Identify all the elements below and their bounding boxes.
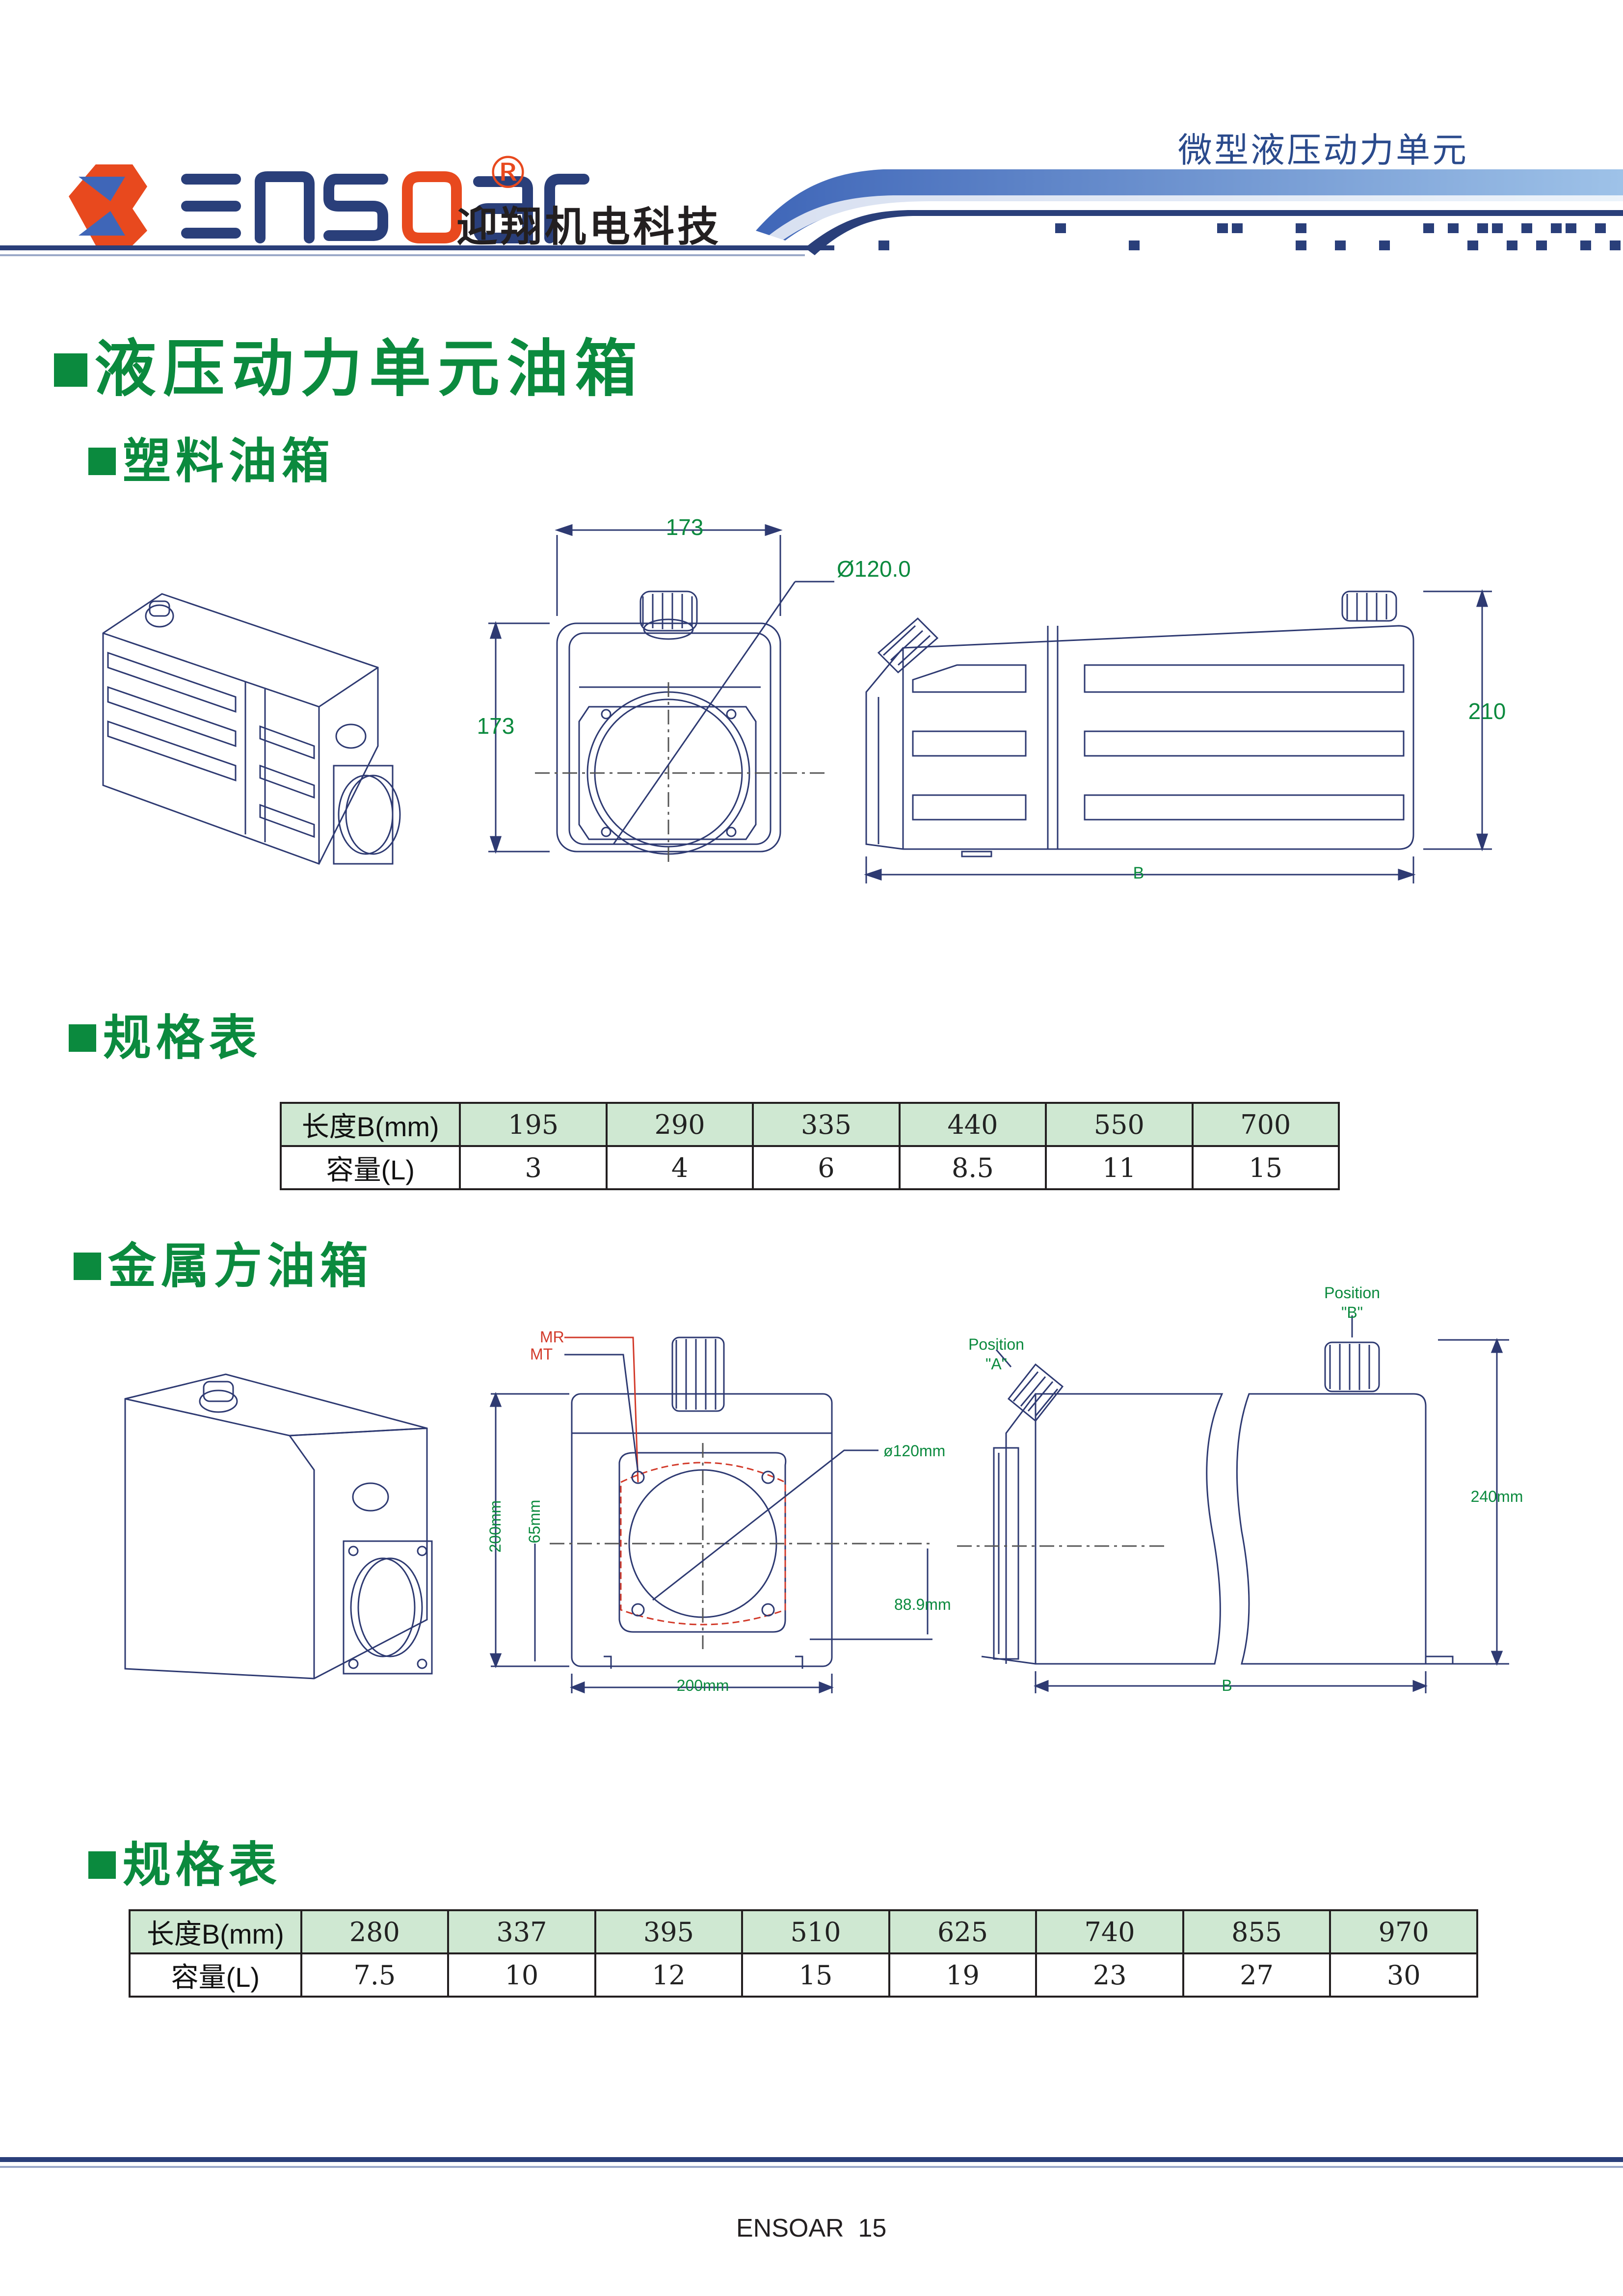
metal-tank-isometric [124,1373,433,1680]
heading-square-icon [69,1024,96,1052]
logo-wordmark [181,171,462,243]
dim-diameter: Ø120.0 [837,556,911,582]
logo-registered-mark: ® [486,147,530,199]
dim-width-200: 200mm [677,1677,729,1694]
dim-side-height: 210 [1468,698,1506,724]
footer-rule [0,2157,1623,2162]
table-cell: 970 [1329,1909,1478,1954]
position-a-letter: "A" [985,1355,1007,1373]
heading-square-icon [74,1253,101,1281]
metal-spec-table: 长度B(mm) 280 337 395 510 625 740 855 970 … [129,1909,1478,1998]
table-cell: 625 [888,1909,1038,1954]
table-cell: 195 [459,1102,608,1147]
table-cell: 7.5 [300,1952,450,1998]
table-cell: 12 [594,1952,744,1998]
heading-square-icon [54,353,87,387]
dim-metal-length-b: B [1222,1677,1232,1694]
plastic-tank-isometric [102,593,401,865]
logo-wordmark-2 [473,174,589,243]
row-label-capacity: 容量(L) [279,1145,461,1190]
plastic-spec-heading: 规格表 [69,999,262,1068]
row-label-length: 长度B(mm) [129,1909,302,1954]
header-title: 微型液压动力单元 [1178,130,1468,170]
dim-length-b: B [1133,864,1144,882]
dim-88-9: 88.9mm [894,1596,951,1613]
table-row: 长度B(mm) 195 290 335 440 550 700 [279,1102,1340,1147]
dim-height-200: 200mm [486,1500,504,1553]
table-cell: 27 [1182,1952,1331,1998]
header-swoosh [756,169,1623,240]
header-graphic [0,164,1623,256]
heading-square-icon [88,448,116,476]
dim-65: 65mm [526,1500,543,1544]
label-mr: MR [540,1328,564,1346]
label-mt: MT [530,1345,553,1363]
table-cell: 15 [1191,1145,1340,1190]
table-cell: 23 [1035,1952,1184,1998]
table-cell: 510 [741,1909,890,1954]
metal-heading: 金属方油箱 [74,1227,373,1297]
table-cell: 6 [752,1145,901,1190]
metal-spec-heading: 规格表 [88,1826,282,1896]
plastic-heading: 塑料油箱 [88,422,335,492]
table-row: 容量(L) 7.5 10 12 15 19 23 27 30 [129,1952,1478,1998]
company-name: 迎翔机电科技 [456,203,722,251]
row-label-length: 长度B(mm) [279,1102,461,1147]
table-cell: 8.5 [898,1145,1047,1190]
table-cell: 3 [459,1145,608,1190]
position-a-label: Position [968,1335,1024,1353]
main-title: 液压动力单元油箱 [54,319,644,408]
dim-height-173: 173 [477,713,515,739]
dim-240: 240mm [1471,1488,1523,1505]
table-cell: 335 [752,1102,901,1147]
dim-metal-diameter: ø120mm [883,1442,945,1460]
table-cell: 11 [1045,1145,1194,1190]
table-cell: 10 [447,1952,596,1998]
page-footer: ENSOAR 15 [736,2214,887,2243]
table-cell: 337 [447,1909,596,1954]
table-cell: 30 [1329,1952,1478,1998]
logo-mark [69,164,147,245]
table-cell: 4 [605,1145,754,1190]
table-cell: 290 [605,1102,754,1147]
dim-width-173: 173 [666,514,704,540]
table-cell: 280 [300,1909,450,1954]
metal-tank-drawing: MR MT ø120mm 88.9mm 200mm 200mm 65mm Pos… [124,1284,1523,1694]
table-cell: 440 [898,1102,1047,1147]
metal-tank-side-view [957,1315,1509,1693]
table-cell: 395 [594,1909,744,1954]
plastic-tank-side-view [864,589,1492,883]
position-b-label: Position [1324,1284,1380,1302]
row-label-capacity: 容量(L) [129,1952,302,1998]
plastic-tank-front-view [488,524,834,864]
metal-tank-front-view [489,1336,932,1694]
table-cell: 855 [1182,1909,1331,1954]
table-row: 容量(L) 3 4 6 8.5 11 15 [279,1145,1340,1190]
plastic-tank-drawing: 173 173 Ø120.0 210 B [102,514,1506,883]
table-cell: 740 [1035,1909,1184,1954]
position-b-letter: "B" [1341,1304,1363,1321]
table-row: 长度B(mm) 280 337 395 510 625 740 855 970 [129,1909,1478,1954]
plastic-spec-table: 长度B(mm) 195 290 335 440 550 700 容量(L) 3 … [279,1102,1340,1190]
table-cell: 19 [888,1952,1038,1998]
table-cell: 15 [741,1952,890,1998]
table-cell: 700 [1191,1102,1340,1147]
table-cell: 550 [1045,1102,1194,1147]
footer-rule-thin [0,2166,1623,2168]
heading-square-icon [88,1851,116,1879]
